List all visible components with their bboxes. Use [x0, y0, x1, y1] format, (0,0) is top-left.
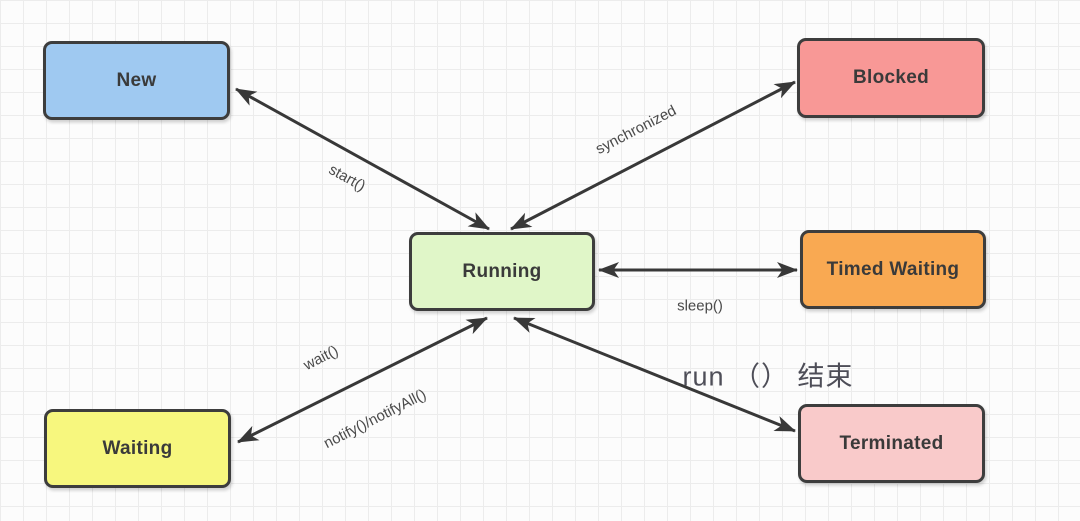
node-waiting: Waiting [44, 409, 231, 488]
node-new: New [43, 41, 230, 120]
edge-label-sleep: sleep() [677, 297, 723, 315]
node-timed-waiting: Timed Waiting [800, 230, 986, 309]
node-terminated: Terminated [798, 404, 985, 483]
node-running: Running [409, 232, 595, 311]
node-blocked: Blocked [797, 38, 985, 118]
edge-new-running [235, 87, 490, 231]
edge-running-blocked [510, 80, 796, 231]
edge-label-run-end: run （） 结束 [682, 361, 854, 392]
edge-waiting-running [237, 316, 488, 444]
edge-running-terminated [513, 316, 796, 433]
